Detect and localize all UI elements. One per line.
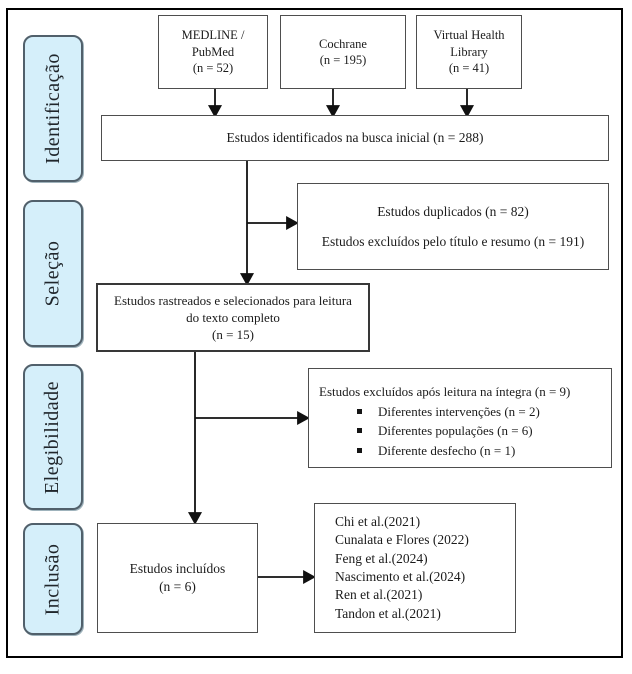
- medline-line-2: PubMed: [191, 44, 235, 59]
- box-identified: Estudos identificados na busca inicial (…: [101, 115, 609, 161]
- study-item: Feng et al.(2024): [335, 550, 428, 566]
- cochrane-count: (n = 195): [319, 53, 367, 67]
- included-line-1: Estudos incluídos: [129, 561, 226, 577]
- vhl-line-2: Library: [450, 44, 488, 59]
- study-item: Chi et al.(2021): [335, 513, 421, 529]
- stage-inclusao: Inclusão: [23, 523, 83, 635]
- box-duplicates-excluded: Estudos duplicados (n = 82) Estudos excl…: [297, 183, 609, 270]
- identified-text: Estudos identificados na busca inicial (…: [226, 130, 484, 146]
- vhl-count: (n = 41): [448, 61, 490, 76]
- study-item: Tandon et al.(2021): [335, 605, 441, 621]
- study-item: Nascimento et al.(2024): [335, 569, 466, 584]
- stage-selecao: Seleção: [23, 200, 83, 347]
- square-bullet-icon: [357, 447, 362, 453]
- excluded-reason-2-text: Diferentes populações (n = 6): [378, 423, 533, 438]
- screened-line-1: Estudos rastreados e selecionados para l…: [114, 292, 352, 308]
- stage-identificacao: Identificação: [23, 35, 83, 182]
- excluded-reason-1-text: Diferentes intervenções (n = 2): [378, 403, 540, 419]
- excluded-fulltext-title: Estudos excluídos após leitura na íntegr…: [319, 384, 571, 399]
- screened-count: (n = 15): [212, 327, 254, 343]
- box-included-studies-list: Chi et al.(2021) Cunalata e Flores (2022…: [314, 503, 516, 633]
- excluded-reason-3-text: Diferente desfecho (n = 1): [378, 442, 516, 458]
- medline-count: (n = 52): [192, 61, 234, 76]
- box-screened-fulltext: Estudos rastreados e selecionados para l…: [96, 283, 370, 352]
- included-count: (n = 6): [159, 579, 196, 594]
- box-cochrane: Cochrane (n = 195): [280, 15, 406, 89]
- stage-elegibilidade-label: Elegibilidade: [41, 380, 64, 494]
- excluded-reason-interventions: Diferentes intervenções (n = 2): [357, 402, 540, 422]
- screened-line-2: do texto completo: [186, 309, 280, 325]
- stage-identificacao-label: Identificação: [41, 53, 64, 164]
- study-item: Ren et al.(2021): [335, 587, 423, 603]
- excluded-reason-populations: Diferentes populações (n = 6): [357, 421, 533, 441]
- square-bullet-icon: [357, 408, 362, 414]
- stage-inclusao-label: Inclusão: [41, 543, 64, 615]
- stage-elegibilidade: Elegibilidade: [23, 364, 83, 510]
- medline-line-1: MEDLINE /: [181, 28, 245, 43]
- box-included: Estudos incluídos (n = 6): [97, 523, 258, 633]
- excluded-title-resume-line: Estudos excluídos pelo título e resumo (…: [321, 233, 585, 249]
- box-virtual-health-library: Virtual Health Library (n = 41): [416, 15, 522, 89]
- cochrane-line-1: Cochrane: [319, 36, 367, 51]
- square-bullet-icon: [357, 428, 362, 434]
- duplicates-line: Estudos duplicados (n = 82): [377, 203, 529, 219]
- stage-selecao-label: Seleção: [41, 240, 64, 307]
- box-excluded-fulltext: Estudos excluídos após leitura na íntegr…: [308, 368, 612, 468]
- box-medline-pubmed: MEDLINE / PubMed (n = 52): [158, 15, 268, 89]
- study-item: Cunalata e Flores (2022): [335, 532, 469, 548]
- vhl-line-1: Virtual Health: [433, 28, 505, 43]
- excluded-reason-outcome: Diferente desfecho (n = 1): [357, 441, 515, 461]
